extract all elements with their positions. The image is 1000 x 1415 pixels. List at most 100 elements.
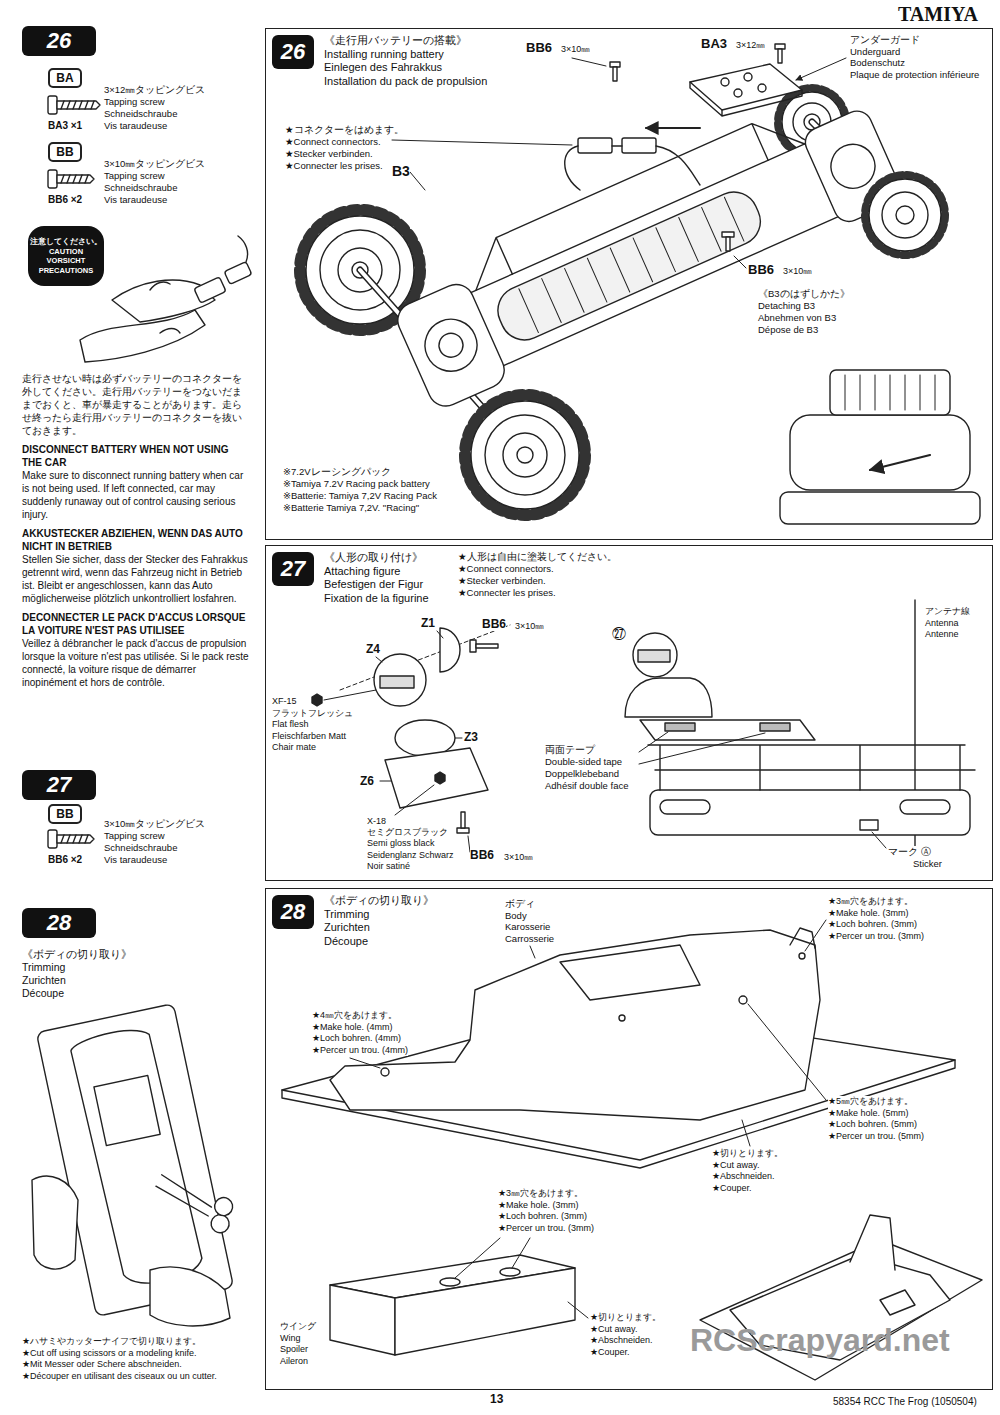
part-name: Underguard (850, 46, 900, 58)
inset-drawing (845, 375, 935, 410)
body-drawing (330, 930, 820, 1120)
part-name: マーク Ⓐ (888, 846, 931, 858)
note-text: ★Make hole. (5mm) (828, 1108, 909, 1120)
caution-text: PRECAUTIONS (39, 266, 94, 276)
chassis-drawing (460, 107, 805, 290)
label-group: ※7.2Vレーシングパック※Tamiya 7.2V Racing pack ba… (283, 466, 437, 514)
car-figure-drawing (639, 732, 886, 848)
step-title: Attaching figure (324, 565, 992, 579)
part-name: 両面テープ (545, 744, 595, 756)
watermark: RCScrapyard.net (690, 1322, 950, 1358)
screw-drawing (572, 58, 606, 66)
tag-text: 27 (281, 556, 305, 582)
car-figure-drawing (633, 633, 677, 677)
paint-note: Seidenglanz Schwarz (367, 850, 454, 861)
note-text: ★3㎜穴をあけます。 (498, 1188, 583, 1200)
chassis-drawing (392, 279, 510, 412)
note-text: ★5㎜穴をあけます。 (828, 1096, 913, 1108)
underguard-drawing (734, 89, 742, 97)
label-group: アンテナ線AntennaAntenne (925, 606, 970, 641)
label-group: 58354 RCC The Frog (1050504) (833, 1396, 977, 1408)
label-group: BB6 ×2 (48, 194, 82, 206)
screw-icon (61, 835, 88, 843)
chassis-drawing (519, 197, 744, 332)
part-name: Doppelklebeband (545, 768, 619, 780)
hand-drawing (32, 1176, 78, 1269)
paint-note: Fleischfarben Matt (272, 731, 346, 743)
car-figure-drawing (640, 720, 815, 740)
figure-parts-drawing (380, 676, 414, 688)
label-group: BB6 (526, 40, 552, 55)
line-art (32, 44, 982, 1380)
chassis-drawing (485, 415, 565, 495)
part-count: BB6 ×2 (48, 854, 82, 866)
caution-text: DISCONNECT BATTERY WHEN NOT USING THE CA… (22, 443, 250, 469)
paint-note: XF-15 (272, 696, 297, 708)
part-name: ボディ (505, 898, 535, 910)
label-group: ★切りとります。★Cut away.★Abschneiden.★Couper. (590, 1312, 661, 1358)
caution-text: 走行させない時は必ずバッテリーのコネクターを外してください。走行用バッテリーをつ… (22, 372, 250, 437)
figure-parts-drawing (457, 828, 469, 833)
underguard-drawing (690, 82, 802, 116)
inset-title: 《B3のはずしかた》 (758, 288, 850, 300)
label-group: ★コネクターをはめます。★Connect connectors.★Stecker… (285, 124, 404, 172)
underguard-drawing (758, 84, 766, 92)
part-name: Carrosserie (505, 933, 554, 945)
screw-icon (48, 170, 94, 188)
screw-icon (48, 96, 57, 114)
caution-text: VORSICHT (47, 256, 86, 266)
part-name: Adhésif double face (545, 780, 628, 792)
part-name: Sticker (913, 858, 942, 870)
part-name: Double-sided tape (545, 756, 622, 768)
chassis-drawing (882, 192, 928, 238)
inset-title: Dépose de B3 (758, 324, 818, 336)
figure-parts-drawing (470, 640, 476, 652)
step-number: 27 (272, 552, 314, 586)
screw-icon (61, 101, 94, 109)
body-drawing (799, 953, 805, 959)
note-text: ★Percer un trou. (3mm) (828, 931, 924, 943)
paint-note: セミグロスブラック (367, 827, 448, 838)
note-text: ★Percer un trou. (4mm) (312, 1045, 408, 1057)
label-group: 両面テープDouble-sided tapeDoppelklebebandAdh… (545, 744, 628, 792)
label-group: ★5㎜穴をあけます。★Make hole. (5mm)★Loch bohren.… (828, 1096, 924, 1142)
label-group: BB6 (482, 617, 506, 631)
tag-text: BA (56, 71, 73, 86)
part-description: Schneidschraube (104, 108, 177, 120)
part-name: Wing (280, 1333, 301, 1345)
note-text: ★切りとります。 (712, 1148, 783, 1160)
note-text: ★Abschneiden. (712, 1171, 775, 1183)
note-text: ※7.2Vレーシングパック (283, 466, 391, 478)
part-description: 3×10㎜タッピングビス (104, 158, 205, 170)
chassis-drawing (382, 79, 907, 412)
note-text: ★コネクターをはめます。 (285, 124, 404, 136)
hand-drawing (238, 236, 248, 262)
screw-drawing (410, 58, 746, 268)
label-group: BB6 ×2 (48, 854, 82, 866)
label-group: Sticker (913, 858, 942, 870)
figure-parts-drawing (324, 690, 376, 700)
note-text: ★ハサミやカッターナイフで切り取ります。 (22, 1336, 258, 1348)
trimming-drawing (36, 1000, 249, 1316)
label-group: 3×10㎜タッピングビスTapping screwSchneidschraube… (104, 818, 205, 866)
car-figure-drawing (648, 745, 975, 790)
part-bag-tag: BB (48, 804, 82, 824)
label-group: アンダーガードUnderguardBodenschutzPlaque de pr… (850, 34, 979, 80)
figure-parts-drawing (395, 720, 455, 756)
part-bag-tag: BB (48, 142, 82, 162)
label-group: 《B3のはずしかた》Detaching B3Abnehmen von B3Dép… (758, 288, 850, 336)
caution-badge: 注意してください。CAUTIONVORSICHTPRECAUTIONS (28, 226, 104, 286)
note-text: ★Loch bohren. (3mm) (828, 919, 917, 931)
body-view-drawing (850, 1215, 895, 1270)
chassis-drawing (490, 184, 768, 347)
part-name: Antenne (925, 629, 959, 641)
car-figure-drawing (660, 800, 710, 814)
note-text: ★Percer un trou. (3mm) (498, 1223, 594, 1235)
screw-drawing (722, 232, 734, 237)
callout-number: ㉗ (612, 626, 626, 642)
label-group: BA3 ×1 (48, 120, 82, 132)
body-view-drawing (700, 1240, 982, 1380)
label-group: 3×10㎜タッピングビスTapping screwSchneidschraube… (104, 158, 205, 206)
note-text: ★Cut away. (712, 1160, 759, 1172)
dimension: 3×10㎜ (783, 265, 812, 277)
